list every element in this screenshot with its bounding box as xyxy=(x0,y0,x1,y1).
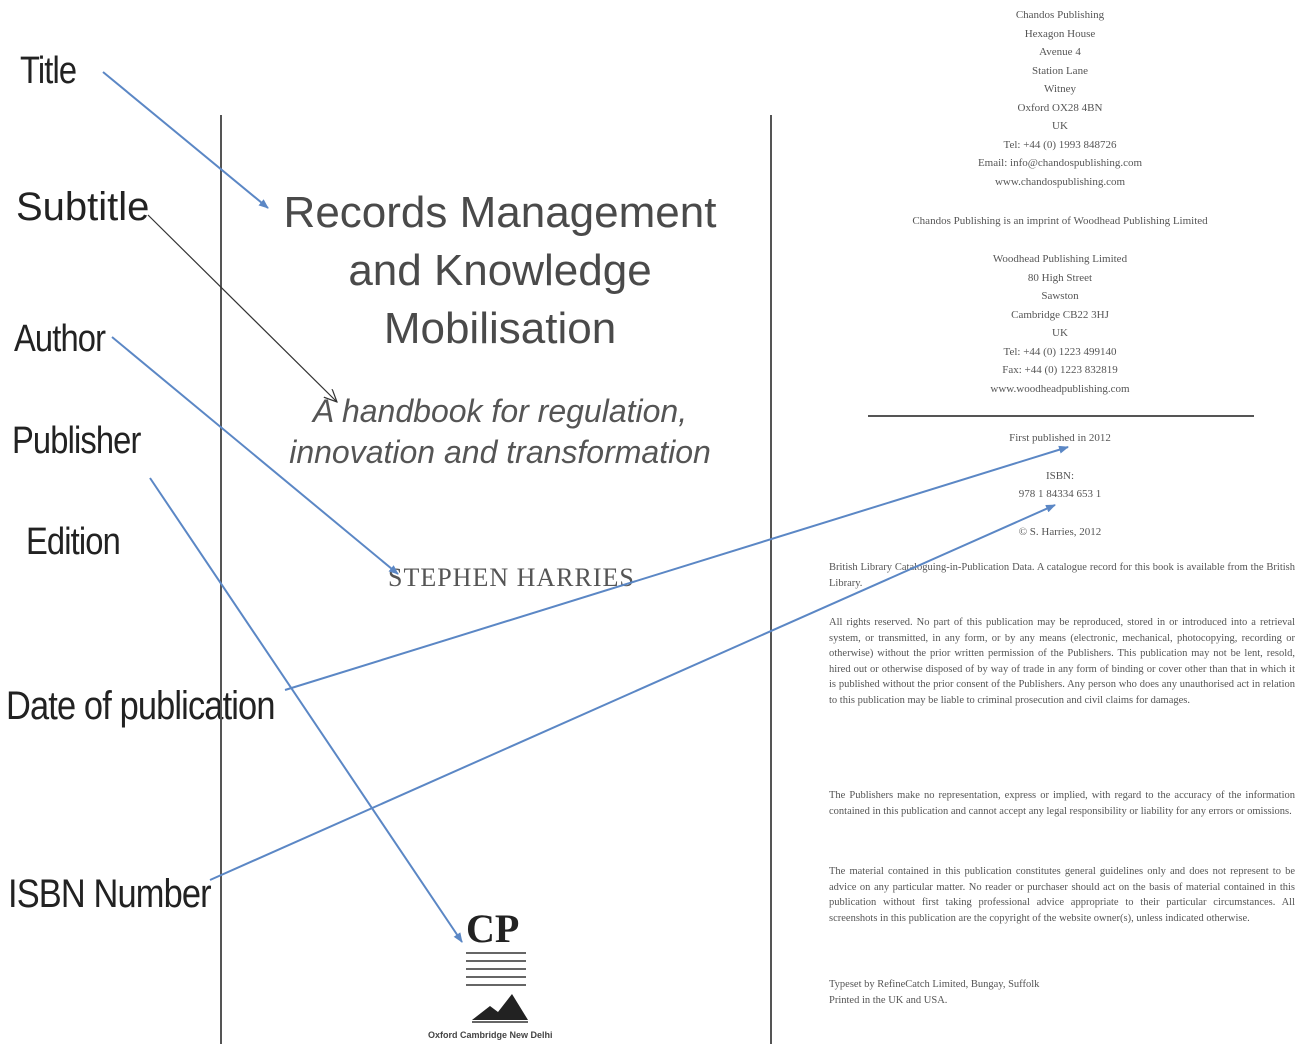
guidelines-paragraph: The material contained in this publicati… xyxy=(829,866,1295,924)
isbn-value: 978 1 84334 653 1 xyxy=(1018,488,1102,500)
logo-caption: Oxford Cambridge New Delhi xyxy=(428,1030,553,1040)
arrow-date-of-publication xyxy=(284,445,1069,691)
logo-rule xyxy=(466,968,526,970)
label-subtitle: Subtitle xyxy=(16,185,150,229)
typeset-line-1: Typeset by RefineCatch Limited, Bungay, … xyxy=(829,979,1040,990)
label-publisher: Publisher xyxy=(12,420,141,462)
copyright: © S. Harries, 2012 xyxy=(1018,526,1102,538)
arrow-publisher xyxy=(149,477,463,943)
isbn-label: ISBN: xyxy=(1045,470,1075,482)
logo-rule xyxy=(466,952,526,954)
logo-rule xyxy=(466,976,526,978)
book-title-line-3: Mobilisation xyxy=(383,304,617,353)
first-published: First published in 2012 xyxy=(1009,432,1111,444)
label-date-of-publication: Date of publication xyxy=(6,684,275,728)
book-subtitle-line-2: innovation and transformation xyxy=(289,434,711,470)
typeset-line-2: Printed in the UK and USA. xyxy=(829,995,948,1006)
representation-paragraph: The Publishers make no representation, e… xyxy=(829,790,1295,817)
woodhead-address: Woodhead Publishing Limited 80 High Stre… xyxy=(990,253,1130,395)
arrow-subtitle xyxy=(147,214,337,402)
book-title-line-2: and Knowledge xyxy=(348,246,652,295)
book-title-line-1: Records Management xyxy=(283,188,717,237)
page-divider-left xyxy=(220,115,222,1044)
publisher-logo: CP xyxy=(466,906,520,951)
cip-data: British Library Cataloguing-in-Publicati… xyxy=(829,562,1295,589)
logo-rule xyxy=(466,984,526,986)
label-isbn-number: ISBN Number xyxy=(8,872,212,916)
label-author: Author xyxy=(14,318,106,360)
rights-paragraph: All rights reserved. No part of this pub… xyxy=(829,617,1295,706)
arrow-title xyxy=(102,71,269,209)
arrow-isbn-number xyxy=(209,504,1056,881)
publisher-address: Chandos Publishing Hexagon House Avenue … xyxy=(977,9,1143,188)
imprint-divider xyxy=(868,415,1254,417)
label-edition: Edition xyxy=(26,521,121,563)
logo-mountain-icon xyxy=(472,994,528,1023)
book-author: STEPHEN HARRIES xyxy=(388,563,635,592)
logo-rule xyxy=(466,960,526,962)
page-divider-right xyxy=(770,115,772,1044)
arrow-author xyxy=(111,336,399,575)
label-title: Title xyxy=(20,50,77,92)
book-subtitle-line-1: A handbook for regulation, xyxy=(312,393,688,429)
imprint-note: Chandos Publishing is an imprint of Wood… xyxy=(912,215,1208,227)
